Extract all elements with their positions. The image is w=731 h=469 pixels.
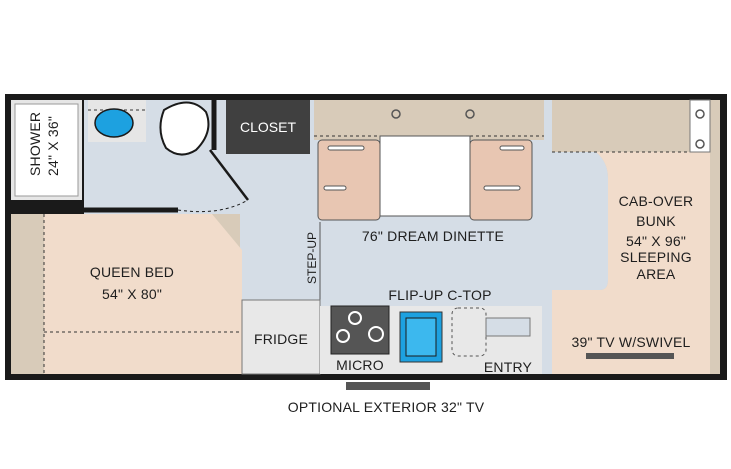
bunk-mattress	[552, 152, 710, 374]
shower-label: SHOWER	[27, 112, 43, 176]
exterior-tv-label: OPTIONAL EXTERIOR 32" TV	[288, 399, 485, 415]
bunk-label-5: AREA	[637, 266, 676, 282]
bath-door	[209, 149, 249, 201]
toilet-icon	[159, 101, 210, 156]
dinette-label: 76" DREAM DINETTE	[362, 228, 504, 244]
burner-3	[336, 329, 350, 343]
bunk-label-2: BUNK	[636, 213, 676, 229]
shower-pan	[14, 103, 79, 197]
micro-label: MICRO	[336, 357, 384, 373]
seatbelt-3	[499, 145, 525, 151]
dinette-light-right	[465, 109, 475, 119]
seatbelt-1	[327, 145, 365, 151]
fridge-label: FRIDGE	[254, 331, 308, 347]
flip-up-label: FLIP-UP C-TOP	[388, 287, 491, 303]
dinette-table	[379, 135, 471, 217]
closet-label: CLOSET	[240, 119, 296, 135]
bunk-label-1: CAB-OVER	[619, 193, 694, 209]
seatbelt-2	[323, 185, 347, 191]
queen-bed-label: QUEEN BED	[90, 264, 174, 280]
seatbelt-4	[483, 185, 521, 191]
bunk-label-4: SLEEPING	[620, 249, 692, 265]
dinette-back-wall	[314, 100, 544, 140]
galley-sink-basin	[405, 317, 437, 357]
closet	[226, 100, 310, 154]
cab-light-2	[695, 139, 705, 149]
dinette-bench-right	[469, 139, 533, 221]
cab-light-1	[695, 109, 705, 119]
door-swing	[177, 199, 249, 213]
fridge	[241, 299, 321, 375]
cab-window	[689, 99, 711, 153]
dinette-bench-left	[317, 139, 381, 221]
exterior-tv-icon	[346, 382, 430, 390]
tv-label: 39" TV W/SWIVEL	[572, 334, 691, 350]
dinette-light-left	[391, 109, 401, 119]
queen-bed	[44, 214, 242, 374]
entry-label: ENTRY	[484, 359, 533, 375]
entry-step	[485, 317, 531, 337]
burner-2	[368, 326, 384, 342]
shower-size-label: 24" X 36"	[45, 116, 61, 176]
burner-1	[348, 311, 362, 325]
bunk-size-label: 54" X 96"	[626, 233, 686, 249]
bath-sink-basin	[94, 108, 134, 138]
cab-floor	[552, 152, 608, 290]
step-up-label: STEP-UP	[305, 232, 319, 284]
queen-bed-size-label: 54" X 80"	[102, 286, 162, 302]
tv-icon	[586, 353, 674, 359]
